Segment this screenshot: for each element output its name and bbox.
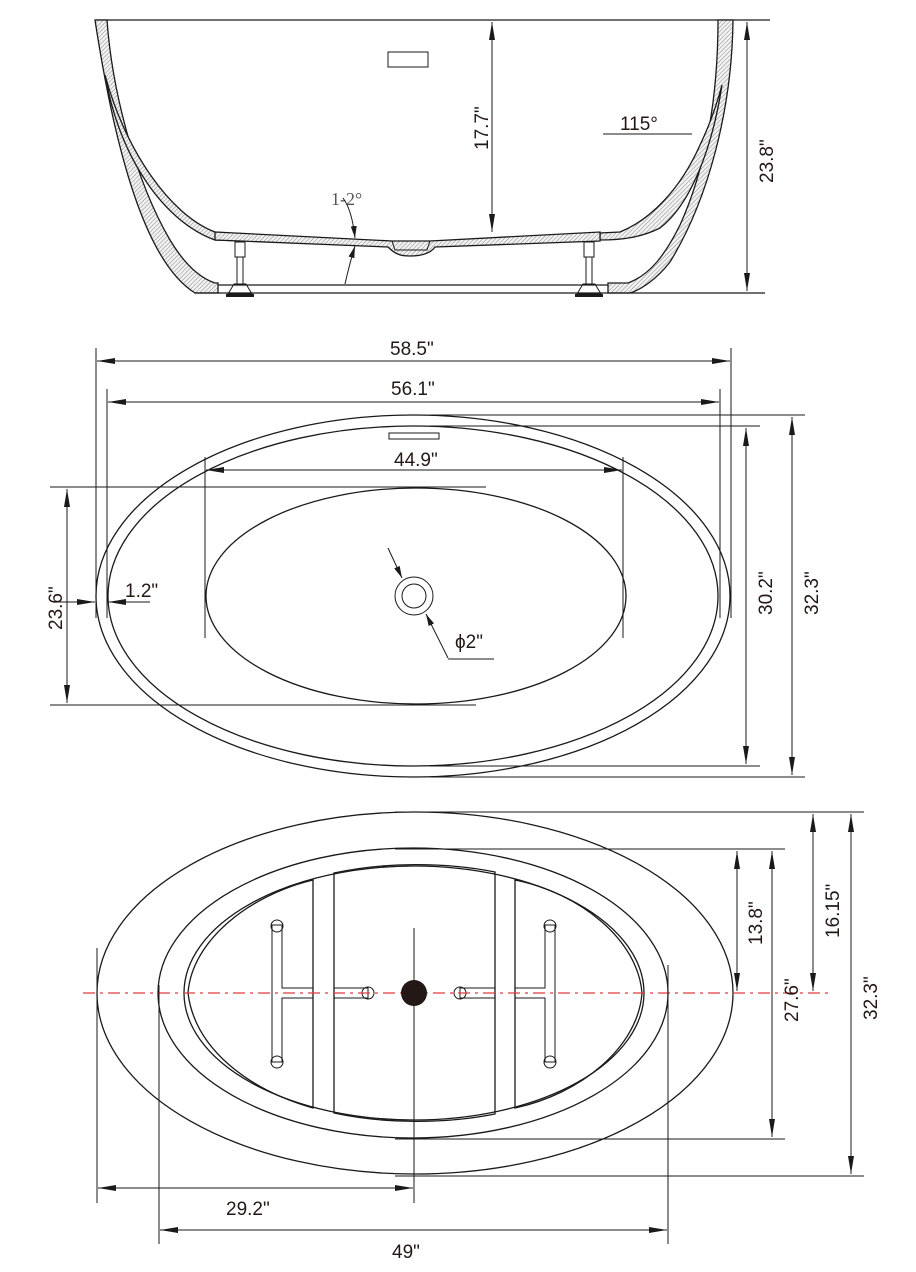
slope-label: 1-2° xyxy=(331,189,362,209)
drain-inner-ring xyxy=(401,583,427,609)
overflow-cutout xyxy=(387,51,429,68)
bottom-overall-width-label: 32.3" xyxy=(861,976,882,1020)
drain-outer-ring xyxy=(394,576,434,616)
drain-body xyxy=(391,240,431,251)
right-support-panel xyxy=(514,879,643,1109)
overflow-cutout-top xyxy=(388,432,440,440)
rim-inner-length-label: 56.1" xyxy=(391,379,435,400)
base-half-width-label: 13.8" xyxy=(746,901,767,945)
top-view: ϕ2" 58.5" 56.1" 44.9" 23.6" 1.2" 30.2" xyxy=(46,339,823,778)
drain-diameter-label: ϕ2" xyxy=(455,632,483,653)
drain-to-end-label: 29.2" xyxy=(226,1199,270,1220)
half-width-label: 16.15" xyxy=(823,884,844,938)
center-support-panel xyxy=(333,863,496,1123)
slope-arc-lower xyxy=(344,245,356,285)
right-outer-skirt xyxy=(607,19,734,294)
basin-width-label: 23.6" xyxy=(46,586,67,630)
right-leveling-foot xyxy=(575,241,603,297)
left-leveling-foot xyxy=(226,241,254,297)
overall-width-label: 32.3" xyxy=(802,571,823,615)
rim-inner-width-label: 30.2" xyxy=(756,571,777,615)
depth-label: 17.7" xyxy=(472,106,493,150)
basin-length-label: 44.9" xyxy=(394,450,438,471)
overall-length-label: 58.5" xyxy=(390,339,434,360)
basin-bottom xyxy=(205,487,627,705)
height-label: 23.8" xyxy=(757,139,778,183)
left-outer-skirt xyxy=(94,19,219,294)
slope-arc xyxy=(342,197,357,239)
basin-floor xyxy=(214,231,601,257)
center-right-arm xyxy=(459,987,496,999)
drain-dimension-line-lower xyxy=(425,613,449,659)
base-width-label: 27.6" xyxy=(782,978,803,1022)
left-support-panel xyxy=(187,879,314,1109)
center-left-arm xyxy=(333,987,369,999)
rim-thickness-label: 1.2" xyxy=(125,581,158,602)
wall-angle-label: 115° xyxy=(620,114,658,135)
base-length-label: 49" xyxy=(392,1242,420,1263)
inner-rim xyxy=(107,425,719,767)
bottom-view: 29.2" 49" 13.8" 27.6" 16.15" 32.3" xyxy=(83,811,882,1263)
drain-hole xyxy=(401,980,427,1006)
left-leg-bracket xyxy=(270,919,314,1069)
side-section-view: 17.7" 23.8" 115° 1-2° xyxy=(94,19,778,297)
right-leg-bracket xyxy=(514,919,557,1069)
drain-dimension-line xyxy=(387,547,403,579)
